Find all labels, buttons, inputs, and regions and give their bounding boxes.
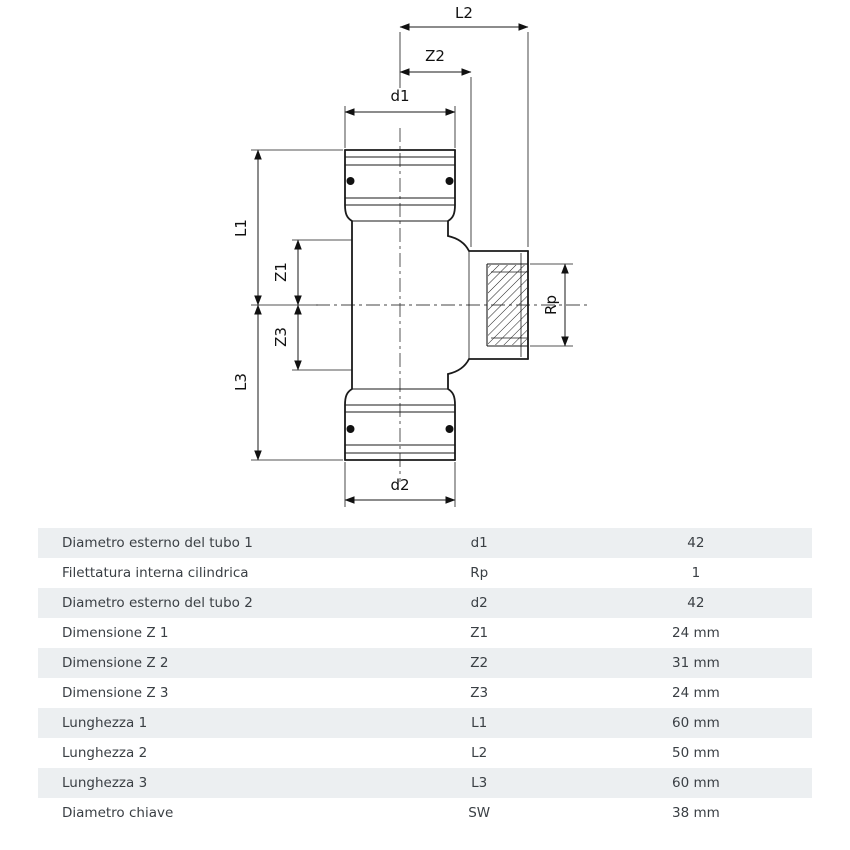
threaded-branch: [447, 235, 529, 375]
o-ring-dot: [346, 425, 355, 433]
table-row: Lunghezza 1 L1 60 mm: [38, 708, 812, 738]
spec-symbol: Z2: [470, 655, 489, 671]
spec-label: Dimensione Z 3: [62, 685, 169, 701]
spec-value: 60 mm: [672, 775, 720, 791]
centerlines: [316, 128, 588, 482]
spec-symbol: Z3: [470, 685, 489, 701]
spec-value: 38 mm: [672, 805, 720, 821]
table-row: Dimensione Z 3 Z3 24 mm: [38, 678, 812, 708]
spec-symbol: Rp: [470, 565, 489, 581]
spec-value: 24 mm: [672, 625, 720, 641]
table-row: Dimensione Z 1 Z1 24 mm: [38, 618, 812, 648]
dim-label-z1: Z1: [272, 262, 290, 282]
spec-value: 1: [691, 565, 701, 581]
spec-symbol: L1: [471, 715, 488, 731]
spec-symbol: SW: [468, 805, 491, 821]
spec-symbol: L2: [471, 745, 488, 761]
table-row: Diametro esterno del tubo 2 d2 42: [38, 588, 812, 618]
spec-table: Diametro esterno del tubo 1 d1 42 Filett…: [38, 528, 812, 828]
spec-label: Lunghezza 1: [62, 715, 148, 731]
spec-value: 50 mm: [672, 745, 720, 761]
tee-fitting-svg: L2 Z2 d1 L1 Z1 Z3 L3 Rp d2: [232, 4, 588, 507]
spec-value: 42: [687, 595, 705, 611]
table-row: Dimensione Z 2 Z2 31 mm: [38, 648, 812, 678]
dimension-lines: [254, 23, 569, 504]
table-row: Diametro esterno del tubo 1 d1 42: [38, 528, 812, 558]
spec-label: Dimensione Z 1: [62, 625, 169, 641]
spec-value: 60 mm: [672, 715, 720, 731]
spec-value: 31 mm: [672, 655, 720, 671]
table-row: Diametro chiave SW 38 mm: [38, 798, 812, 828]
spec-label: Diametro chiave: [62, 805, 174, 821]
o-ring-dot: [445, 425, 454, 433]
spec-value: 24 mm: [672, 685, 720, 701]
spec-label: Filettatura interna cilindrica: [62, 565, 249, 581]
o-ring-dot: [346, 177, 355, 185]
o-ring-dot: [445, 177, 454, 185]
fitting-outline: [344, 149, 456, 461]
dim-label-d2: d2: [390, 476, 409, 494]
dim-label-rp: Rp: [542, 295, 560, 315]
spec-symbol: Z1: [470, 625, 489, 641]
dim-label-l3: L3: [232, 373, 250, 391]
spec-label: Diametro esterno del tubo 2: [62, 595, 253, 611]
spec-label: Dimensione Z 2: [62, 655, 169, 671]
dim-label-d1: d1: [390, 87, 409, 105]
fitting-technical-drawing: L2 Z2 d1 L1 Z1 Z3 L3 Rp d2: [232, 4, 588, 507]
dimension-labels: L2 Z2 d1 L1 Z1 Z3 L3 Rp d2: [232, 4, 560, 494]
table-row: Filettatura interna cilindrica Rp 1: [38, 558, 812, 588]
dim-label-l2: L2: [455, 4, 473, 22]
spec-symbol: L3: [471, 775, 488, 791]
spec-symbol: d2: [470, 595, 488, 611]
dim-label-z2: Z2: [425, 47, 445, 65]
spec-label: Diametro esterno del tubo 1: [62, 535, 253, 551]
spec-value: 42: [687, 535, 705, 551]
table-row: Lunghezza 3 L3 60 mm: [38, 768, 812, 798]
thread-hatching: [488, 265, 527, 345]
spec-label: Lunghezza 2: [62, 745, 148, 761]
spec-symbol: d1: [470, 535, 488, 551]
table-row: Lunghezza 2 L2 50 mm: [38, 738, 812, 768]
spec-label: Lunghezza 3: [62, 775, 148, 791]
dim-label-z3: Z3: [272, 327, 290, 347]
dim-label-l1: L1: [232, 219, 250, 237]
